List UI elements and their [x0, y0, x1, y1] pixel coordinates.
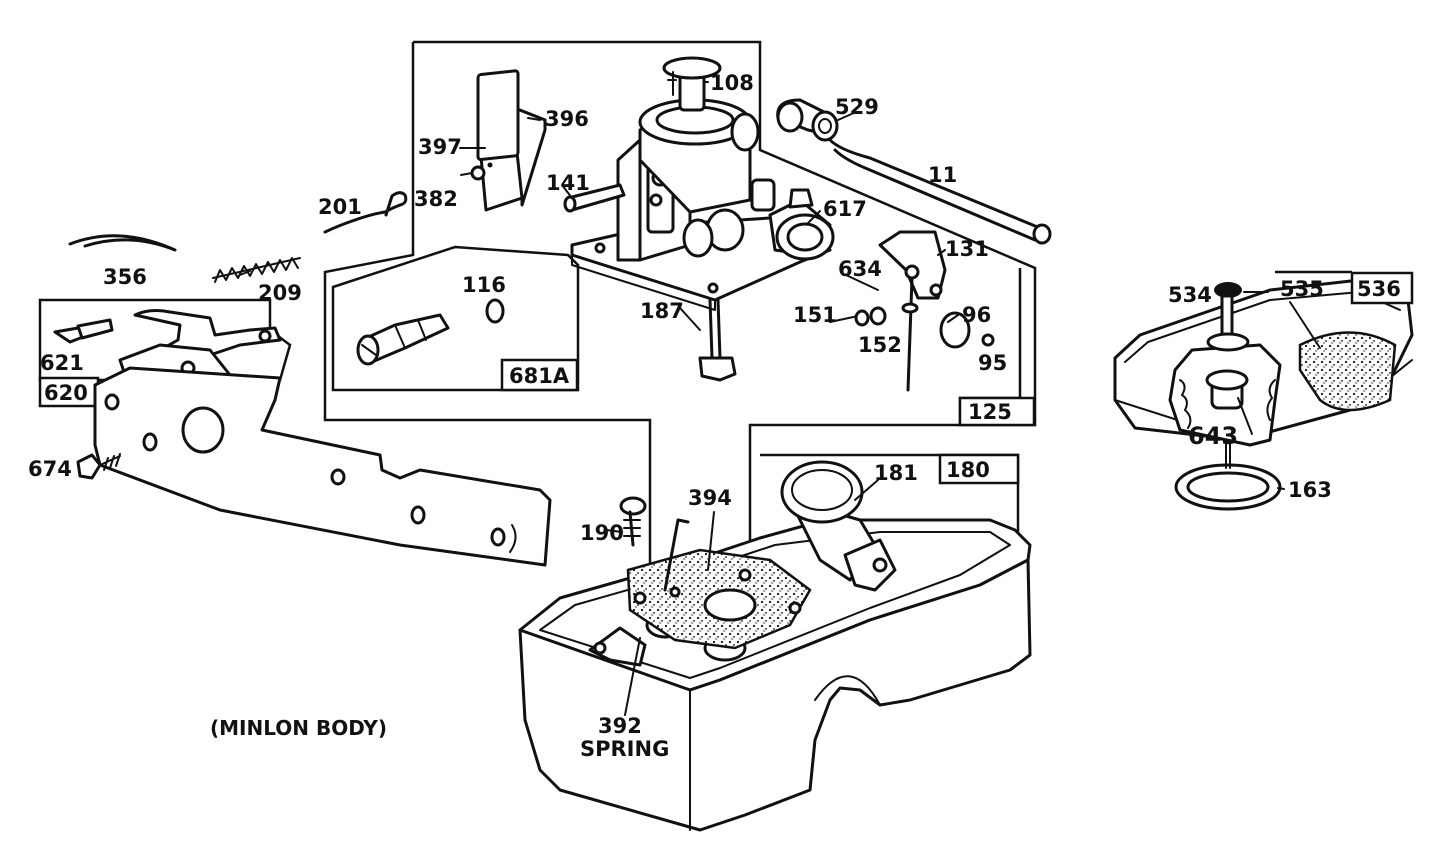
link-spring-201: [323, 191, 408, 234]
governor-spring-209: [212, 257, 301, 283]
label-141: 141: [546, 171, 590, 195]
fuel-tank: [518, 453, 1032, 832]
idle-screw-151: [829, 306, 887, 327]
carburetor-assembly-frame: [323, 40, 1037, 565]
throttle-bracket-part: [460, 69, 547, 212]
label-box-681a: [500, 358, 579, 392]
label-209: 209: [258, 281, 302, 305]
label-634: 634: [838, 257, 882, 281]
label-187: 187: [640, 299, 684, 323]
fuel-elbow-529: [776, 98, 839, 142]
label-643: 643: [1188, 422, 1238, 450]
fuel-pipe-11: [828, 138, 1052, 245]
label-180: 180: [946, 458, 990, 482]
label-151: 151: [793, 303, 837, 327]
screw-190: [619, 496, 647, 547]
label-356: 356: [103, 265, 147, 289]
label-621: 621: [40, 351, 84, 375]
label-163: 163: [1288, 478, 1332, 502]
label-131: 131: [945, 237, 989, 261]
label-529: 529: [835, 95, 879, 119]
label-382: 382: [414, 187, 458, 211]
label-190: 190: [580, 521, 624, 545]
label-box-536: [1350, 271, 1414, 305]
label-box-125: [958, 396, 1036, 427]
label-397: 397: [418, 135, 462, 159]
label-95: 95: [978, 351, 1007, 375]
throttle-lever-131: [878, 230, 947, 392]
label-spring: SPRING: [580, 737, 669, 761]
caption-minlon-body: (MINLON BODY): [210, 716, 387, 740]
small-fuel-tank-536: [1113, 278, 1414, 511]
mounting-screw-187: [698, 298, 737, 382]
jet-kit-frame: [331, 245, 580, 392]
label-534: 534: [1168, 283, 1212, 307]
label-box-180: [938, 453, 1020, 485]
label-674: 674: [28, 457, 72, 481]
label-396: 396: [545, 107, 589, 131]
label-116: 116: [462, 273, 506, 297]
label-535: 535: [1280, 277, 1324, 301]
governor-link-356: [68, 234, 177, 252]
washer-116: [485, 298, 505, 324]
label-96: 96: [962, 303, 991, 327]
label-181: 181: [874, 461, 918, 485]
governor-bracket: [38, 298, 552, 567]
label-201: 201: [318, 195, 362, 219]
throttle-shaft-pin: [563, 183, 626, 213]
label-108: 108: [710, 71, 754, 95]
needle-valve-part: [356, 313, 450, 366]
label-394: 394: [688, 486, 732, 510]
label-536: 536: [1357, 277, 1401, 301]
part-labels: 108 396 397 382 201 141 529 11 617 131 6…: [28, 71, 1401, 761]
bolt-674: [76, 453, 121, 480]
label-392: 392: [598, 714, 642, 738]
carburetor-body: [570, 56, 835, 311]
leader-lines: [239, 81, 1321, 716]
label-681a: 681A: [509, 364, 570, 388]
label-620: 620: [44, 381, 88, 405]
label-617: 617: [823, 197, 867, 221]
filter-element-535: [1298, 331, 1397, 412]
label-125: 125: [968, 400, 1012, 424]
label-box-620: [38, 376, 100, 408]
label-11: 11: [928, 163, 957, 187]
label-152: 152: [858, 333, 902, 357]
